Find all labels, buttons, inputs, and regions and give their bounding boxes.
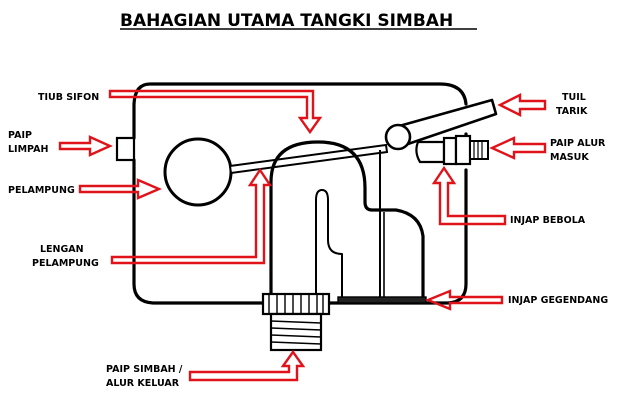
arrow-tuil-tarik xyxy=(497,93,547,117)
lever-pivot xyxy=(384,123,412,151)
ball-valve xyxy=(415,136,458,166)
arrow-lengan-pelampung xyxy=(110,167,273,265)
label-paip-alur-masuk-line1: PAIP ALUR xyxy=(550,138,606,149)
inlet-pipe-stub xyxy=(454,134,489,166)
label-lengan-pelampung-line1: LENGAN xyxy=(40,244,84,255)
flush-pipe-outlet xyxy=(261,292,331,352)
tank xyxy=(115,82,498,352)
label-paip-limpah-line2: LIMPAH xyxy=(8,144,48,155)
arrow-paip-limpah xyxy=(58,135,113,157)
siphon-tube xyxy=(269,140,425,299)
arrow-injap-gegendang xyxy=(424,289,504,311)
labels: TIUB SIFON PAIP LIMPAH PELAMPUNG LENGAN … xyxy=(8,92,608,389)
arrow-pelampung xyxy=(78,178,163,200)
label-tiub-sifon: TIUB SIFON xyxy=(38,92,99,103)
diagram-title: BAHAGIAN UTAMA TANGKI SIMBAH xyxy=(120,11,453,31)
label-tuil-tarik-line2: TARIK xyxy=(556,106,588,117)
arrow-paip-alur-masuk xyxy=(489,136,547,160)
label-injap-bebola: INJAP BEBOLA xyxy=(510,215,586,226)
label-lengan-pelampung-line2: PELAMPUNG xyxy=(32,258,99,269)
arrows xyxy=(58,89,547,382)
label-paip-alur-masuk-line2: MASUK xyxy=(550,152,589,163)
arrow-paip-simbah xyxy=(188,349,306,382)
overflow-pipe-stub xyxy=(115,136,136,162)
label-injap-gegendang: INJAP GEGENDANG xyxy=(508,295,608,306)
float-ball xyxy=(163,137,233,207)
float-arm xyxy=(228,143,389,175)
label-paip-simbah-line1: PAIP SIMBAH / xyxy=(106,364,183,375)
arrow-injap-bebola xyxy=(431,165,507,226)
label-paip-limpah-line1: PAIP xyxy=(8,130,32,141)
siphon-inner xyxy=(315,189,343,298)
label-tuil-tarik-line1: TUIL xyxy=(562,92,586,103)
diaphragm-valve xyxy=(337,296,427,304)
arrow-tiub-sifon xyxy=(108,89,323,135)
label-paip-simbah-line2: ALUR KELUAR xyxy=(106,378,180,389)
label-pelampung: PELAMPUNG xyxy=(8,185,75,196)
